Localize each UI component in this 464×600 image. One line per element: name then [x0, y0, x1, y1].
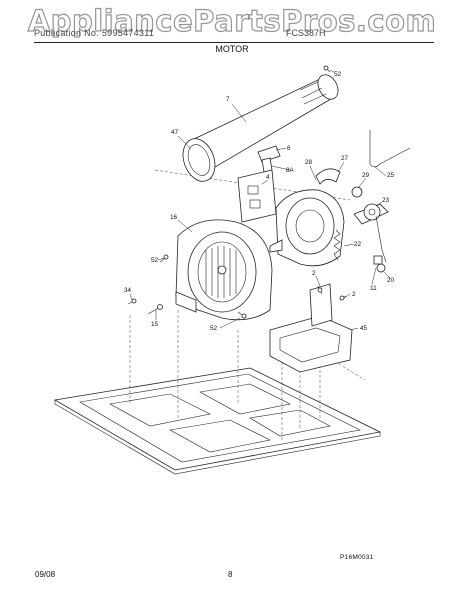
callout-52-bottom: 52 [210, 325, 218, 332]
callout-23: 23 [382, 197, 390, 204]
screws [127, 65, 347, 319]
watermark: AppliancePartsPros.com [27, 3, 437, 38]
tension-spring [333, 229, 341, 261]
motor-mount [269, 283, 353, 373]
blower-housing [175, 219, 273, 321]
callout-6: 6 [287, 145, 291, 152]
callout-25: 25 [387, 172, 395, 179]
callout-34: 34 [124, 287, 132, 294]
callout-20: 20 [387, 277, 395, 284]
publication-number: Publication No. 5995474311 [34, 28, 155, 38]
duct-clip [257, 145, 281, 173]
callout-2-right: 2 [352, 291, 356, 298]
callout-labels: 52 7 47 6 8A 4 28 27 29 25 23 16 22 52 2… [124, 71, 395, 332]
drawing-number: P16M0031 [340, 554, 374, 561]
callout-27: 27 [341, 155, 349, 162]
belt-spring [369, 130, 411, 168]
drive-motor [269, 168, 345, 267]
callout-8a: 8A [286, 167, 295, 174]
callout-52-top: 52 [334, 71, 342, 78]
callout-22: 22 [354, 241, 362, 248]
section-title: MOTOR [215, 44, 249, 54]
callout-4: 4 [266, 174, 270, 181]
callout-29: 29 [362, 172, 370, 179]
callout-28: 28 [305, 159, 313, 166]
idler-assembly [351, 186, 389, 273]
motor-bracket [237, 169, 277, 223]
callout-16: 16 [170, 214, 178, 221]
callout-2-upper: 2 [312, 270, 316, 277]
base-plate [53, 367, 382, 475]
callout-7: 7 [226, 96, 230, 103]
header-rule [34, 42, 434, 43]
page-number: 8 [228, 570, 233, 579]
footer-date: 09/08 [35, 570, 56, 579]
model-number: FCS387H [286, 28, 326, 38]
callout-11: 11 [370, 285, 377, 292]
blower-duct [182, 74, 339, 182]
callout-15: 15 [151, 321, 159, 328]
callout-45: 45 [360, 325, 368, 332]
callout-52-left: 52 [151, 257, 159, 264]
callout-47: 47 [171, 129, 179, 136]
leader-lines [129, 69, 391, 331]
